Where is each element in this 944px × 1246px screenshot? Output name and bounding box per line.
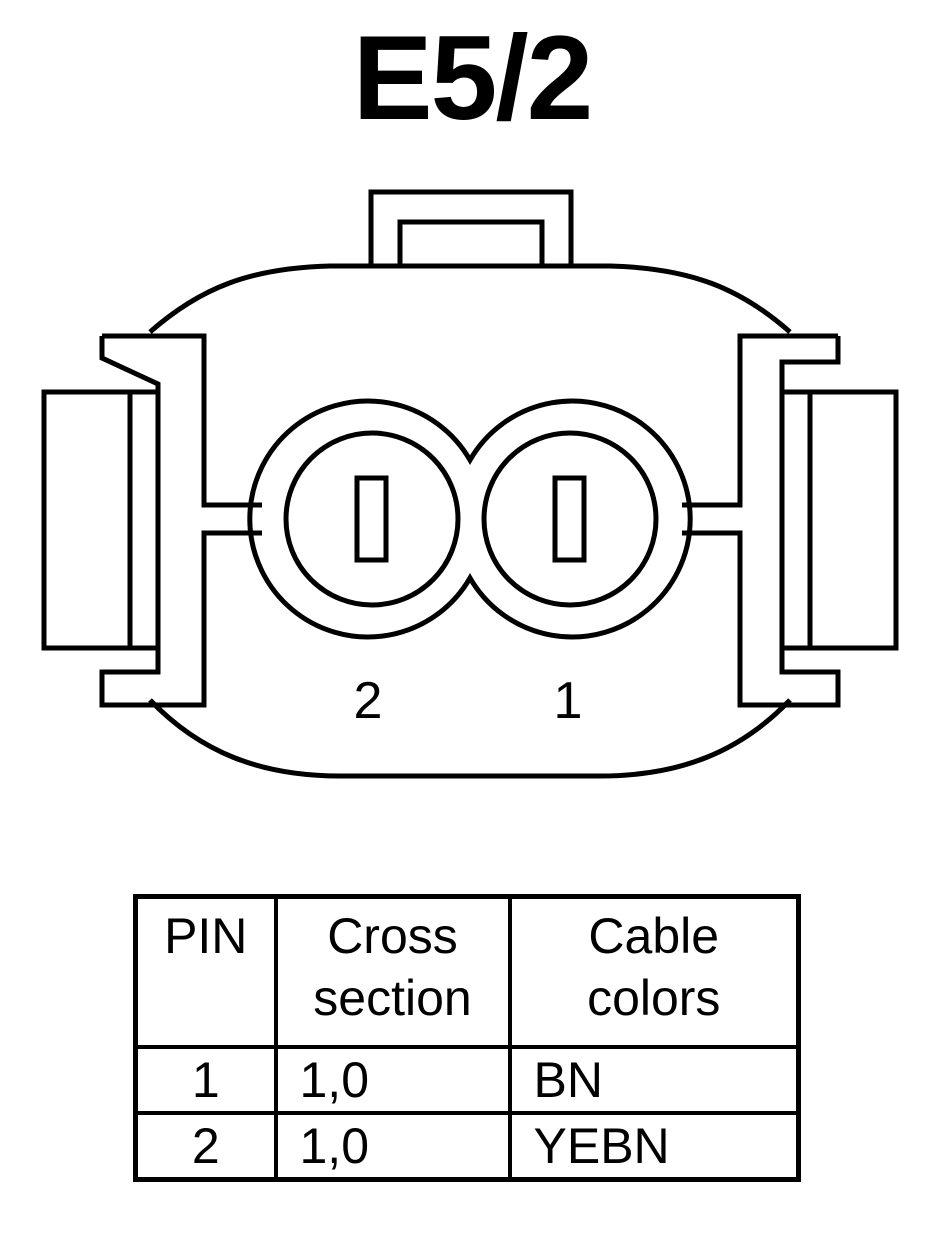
pin-2-circle	[283, 430, 461, 608]
left-clip	[41, 389, 161, 651]
pin-assignment-table: PIN Cross section Cable colors 1 1,0 BN …	[133, 894, 801, 1182]
left-frame	[99, 333, 262, 708]
cell-cross-section: 1,0	[273, 1045, 512, 1115]
cell-cross-section: 1,0	[273, 1111, 512, 1182]
pin-label-2: 2	[354, 672, 383, 730]
header-cable-colors-line2: colors	[587, 970, 721, 1026]
table-row: 1 1,0 BN	[133, 1045, 801, 1115]
pin-label-1: 1	[554, 672, 583, 730]
table-header-row: PIN Cross section Cable colors	[133, 894, 801, 1049]
header-cross-section-line2: section	[313, 970, 472, 1026]
table-row: 2 1,0 YEBN	[133, 1111, 801, 1182]
top-latch-inner	[397, 219, 545, 269]
header-cross-section: Cross section	[273, 894, 512, 1049]
pin-2-terminal	[354, 475, 389, 563]
right-clip	[779, 389, 899, 651]
header-pin-label: PIN	[164, 908, 248, 964]
cell-cable-color: BN	[507, 1045, 801, 1115]
pin-1-terminal	[552, 475, 587, 563]
cell-cable-color: YEBN	[507, 1111, 801, 1182]
cell-pin: 2	[133, 1111, 278, 1182]
connector-housing	[148, 263, 792, 779]
connector-diagram: 2 1	[41, 189, 899, 779]
cell-pin: 1	[133, 1045, 278, 1115]
header-cable-colors: Cable colors	[507, 894, 801, 1049]
connector-title: E5/2	[352, 11, 594, 145]
header-cross-section-line1: Cross	[327, 908, 458, 964]
header-pin: PIN	[133, 894, 278, 1049]
header-cable-colors-line1: Cable	[588, 908, 720, 964]
pin-cavity-outline	[247, 398, 693, 640]
pin-1-circle	[481, 430, 659, 608]
right-frame	[682, 333, 841, 708]
